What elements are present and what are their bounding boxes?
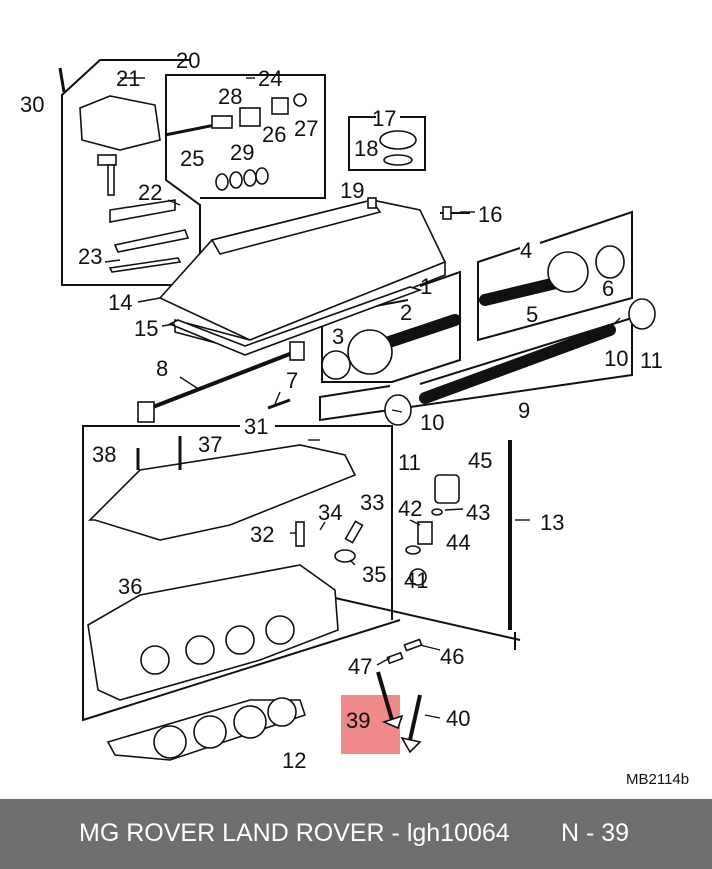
callout-10b: 10: [420, 410, 444, 435]
callout-29: 29: [230, 140, 254, 165]
callout-13: 13: [540, 510, 564, 535]
callout-7: 7: [286, 368, 298, 393]
callout-41: 41: [404, 568, 428, 593]
callout-24: 24: [258, 66, 282, 91]
callout-38: 38: [92, 442, 116, 467]
callout-6: 6: [602, 276, 614, 301]
callout-20: 20: [176, 48, 200, 73]
callout-11a: 11: [640, 348, 663, 373]
callout-30: 30: [20, 92, 44, 117]
footer-part-ref: N - 39: [561, 819, 630, 847]
callout-21: 21: [116, 66, 140, 91]
callout-34: 34: [318, 500, 342, 525]
callout-45: 45: [468, 448, 492, 473]
callout-11b: 11: [398, 450, 421, 475]
callout-18: 18: [354, 136, 378, 161]
callout-12: 12: [282, 748, 306, 773]
frame-4: [477, 210, 633, 342]
callout-9: 9: [518, 398, 530, 423]
callout-43: 43: [466, 500, 490, 525]
frame-31-right: [275, 425, 393, 620]
callout-8: 8: [156, 356, 168, 381]
cam-carrier: [88, 444, 357, 541]
callout-42: 42: [398, 496, 422, 521]
callout-22: 22: [138, 180, 162, 205]
frame-17: [348, 116, 426, 171]
callout-5: 5: [526, 302, 538, 327]
callout-19: 19: [340, 178, 364, 203]
callout-26: 26: [262, 122, 286, 147]
callout-25: 25: [180, 146, 204, 171]
callout-15: 15: [134, 316, 158, 341]
callout-31: 31: [244, 414, 268, 439]
callout-37: 37: [198, 432, 222, 457]
callout-32: 32: [250, 522, 274, 547]
exploded-parts-diagram: 20 21 24 30 28 26 27 25 29 22 23 17 18 1…: [20, 48, 689, 788]
cover-gasket: [168, 286, 423, 356]
callout-28: 28: [218, 84, 242, 109]
callout-17: 17: [372, 106, 396, 131]
callout-40: 40: [446, 706, 470, 731]
callout-23: 23: [78, 244, 102, 269]
caption-bar: MG ROVER LAND ROVER - lgh10064 N - 39: [0, 799, 712, 869]
callout-4: 4: [520, 238, 532, 263]
actuator-housing: [79, 95, 161, 151]
callout-3: 3: [332, 324, 344, 349]
callout-46: 46: [440, 644, 464, 669]
frame-31: [82, 425, 401, 722]
frame-20: [61, 59, 326, 286]
callout-35: 35: [362, 562, 386, 587]
drawing-code: MB2114b: [626, 771, 689, 788]
callout-labels: 20 21 24 30 28 26 27 25 29 22 23 17 18 1…: [20, 48, 689, 788]
callout-1: 1: [420, 274, 432, 299]
callout-16: 16: [478, 202, 502, 227]
footer-title: MG ROVER LAND ROVER - lgh10064: [79, 819, 510, 847]
callout-27: 27: [294, 116, 318, 141]
callout-44: 44: [446, 530, 470, 555]
callout-47: 47: [348, 654, 372, 679]
callout-10a: 10: [604, 346, 628, 371]
callout-36: 36: [118, 574, 142, 599]
callout-33: 33: [360, 490, 384, 515]
callout-39: 39: [346, 708, 370, 733]
callout-14: 14: [108, 290, 132, 315]
callout-2: 2: [400, 300, 412, 325]
diagram-svg: 20 21 24 30 28 26 27 25 29 22 23 17 18 1…: [20, 48, 689, 788]
